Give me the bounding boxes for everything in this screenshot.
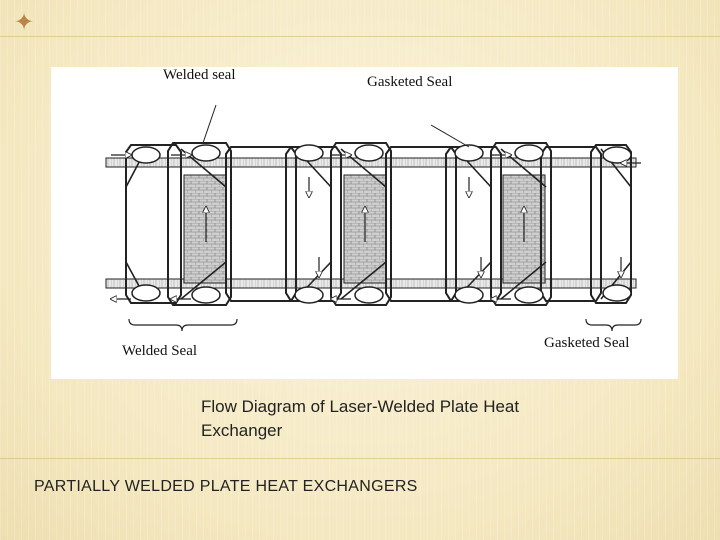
welded-seal-bottom-label: Welded Seal — [122, 343, 197, 360]
four-point-star-icon: ✦ — [10, 8, 38, 36]
gasketed-seal-top-label: Gasketed Seal — [367, 74, 452, 91]
decorative-rule — [0, 36, 720, 37]
slide-title: PARTIALLY WELDED PLATE HEAT EXCHANGERS — [34, 478, 418, 496]
welded-seal-top-label: Welded seal — [163, 67, 236, 84]
welded-seal-brace — [129, 319, 237, 331]
decorative-rule — [0, 458, 720, 459]
plate-diagram-svg — [51, 67, 678, 379]
heat-exchanger-diagram: Welded seal Gasketed Seal Welded Seal Ga… — [51, 67, 678, 379]
gasketed-seal-brace — [586, 319, 641, 331]
caption-line: Flow Diagram of Laser-Welded Plate Heat — [201, 395, 621, 419]
gasketed-seal-bottom-label: Gasketed Seal — [544, 335, 629, 352]
caption-line: Exchanger — [201, 419, 621, 443]
figure-caption: Flow Diagram of Laser-Welded Plate Heat … — [201, 395, 621, 443]
